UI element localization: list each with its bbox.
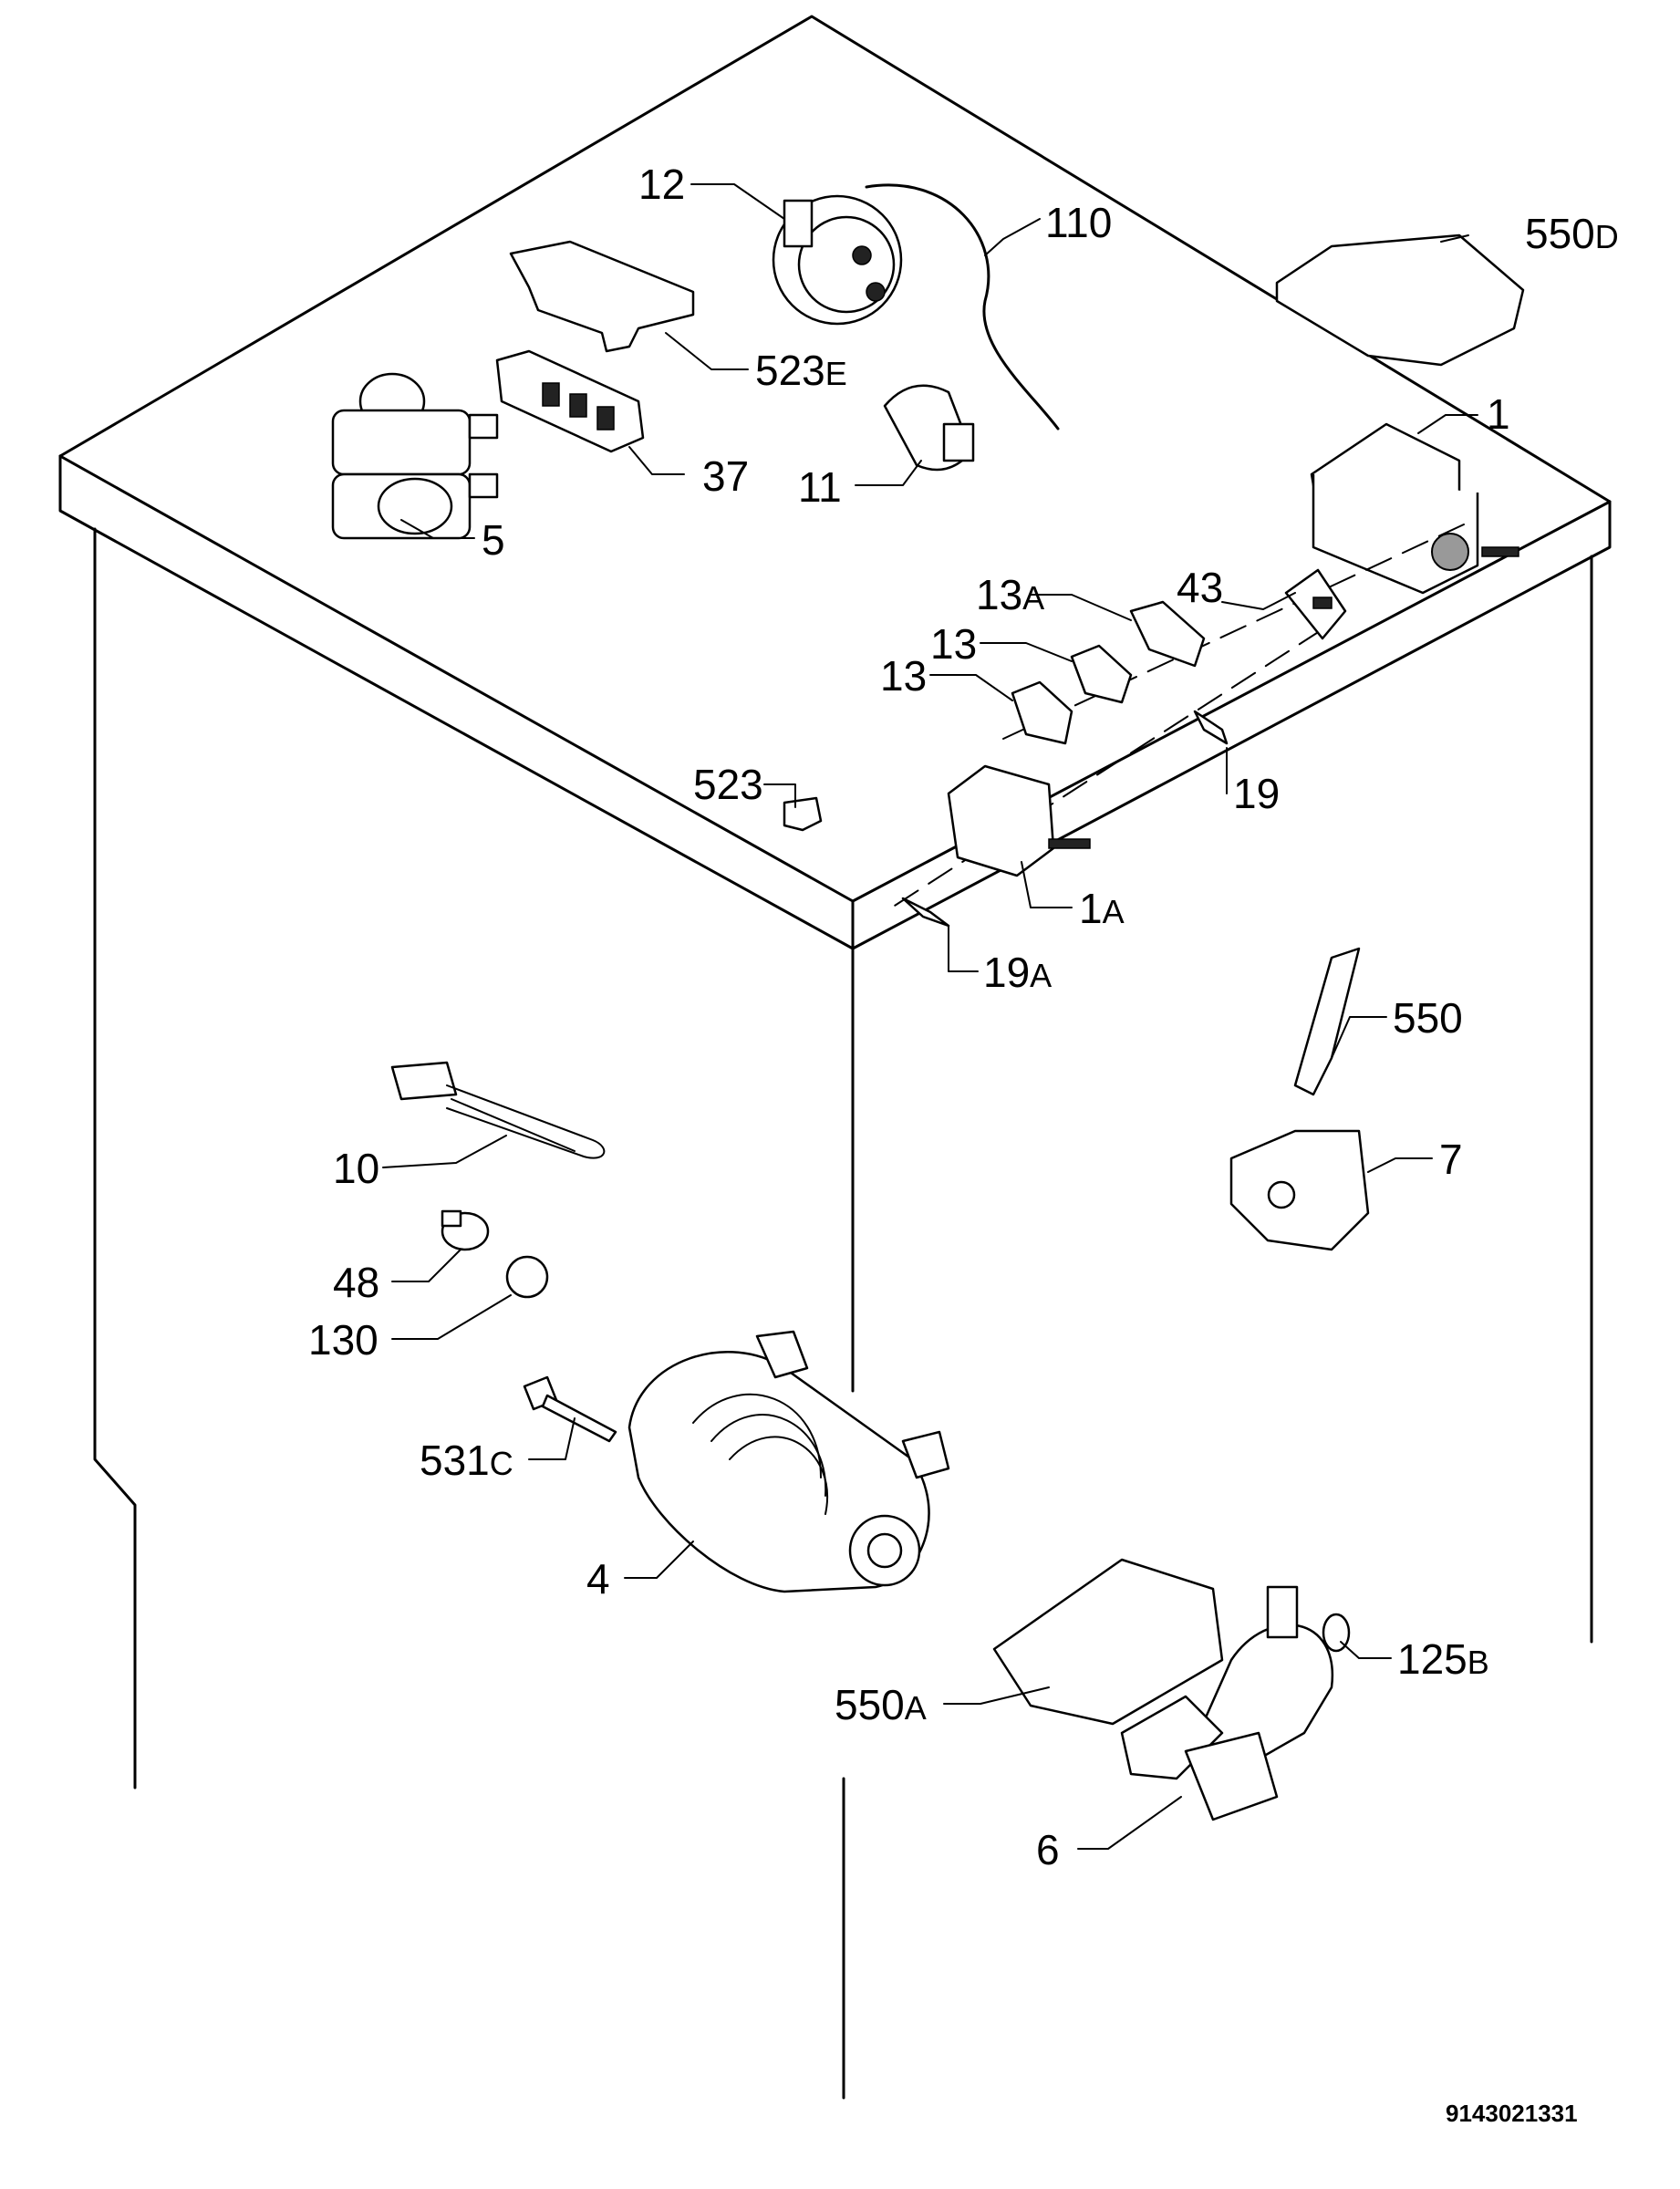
pressure-switch-part [772,194,903,326]
callout-label: 13 [930,620,977,668]
callout-label: 37 [702,452,749,500]
callout-label: 5 [482,516,505,564]
callout-label: 1 [1487,390,1510,438]
document-id: 9143021331 [1446,2100,1578,2127]
door-lock-part [1229,947,1370,1251]
bracket-part [509,240,695,353]
door-switch-part [1284,568,1347,640]
callout-label: 130 [308,1316,379,1364]
callout-label: 13 [880,652,927,700]
drain-pump-part [1120,1585,1334,1821]
callout-label: 6 [1036,1826,1060,1873]
callout-label: 4 [586,1555,610,1603]
callout-label: 1A [1079,885,1125,932]
callout-label: 523E [755,347,847,394]
callout-label: 7 [1439,1136,1463,1183]
callout-label: 19 [1233,770,1280,817]
callout-label: 48 [333,1259,379,1306]
callout-label: 19A [983,949,1052,996]
motor-part [627,1330,950,1593]
clip-part [783,796,823,832]
connector-part [1011,600,1206,745]
capacitor-part [883,384,975,472]
pump-insulation-part [992,1558,1224,1726]
bolt-part [523,1375,617,1443]
nut-part [505,1255,549,1299]
callout-label: 10 [333,1145,379,1192]
cover-plate-part [1275,233,1525,367]
callout-label: 550D [1525,210,1619,257]
thermostat-part [441,1209,490,1251]
terminal-block-part [495,349,645,453]
screw-part [1193,710,1229,745]
o-ring-part [1322,1613,1351,1653]
pressure-hose-part [865,183,1060,431]
leader-lines [382,183,1478,1850]
selector-switch-part [947,764,1091,877]
callout-label: 523 [693,761,763,808]
callout-label: 11 [798,463,842,511]
callout-label: 531C [420,1437,513,1484]
callout-labels: 12 110 550D 523E 37 11 1 5 13A 43 13 13 … [308,161,1619,1873]
callout-label: 125B [1397,1635,1489,1683]
assembly-axis-line [1002,524,1465,740]
callout-label: 550 [1393,994,1463,1042]
inlet-valve-part [331,372,499,540]
callout-label: 13A [976,571,1044,618]
programmer-timer-part [1310,422,1519,595]
assembly-axis-line [884,628,1323,913]
heater-element-part [390,1061,606,1159]
callout-label: 43 [1177,564,1223,611]
callout-label: 550A [835,1681,927,1728]
callout-label: 12 [638,161,685,208]
callout-label: 110 [1045,199,1112,246]
